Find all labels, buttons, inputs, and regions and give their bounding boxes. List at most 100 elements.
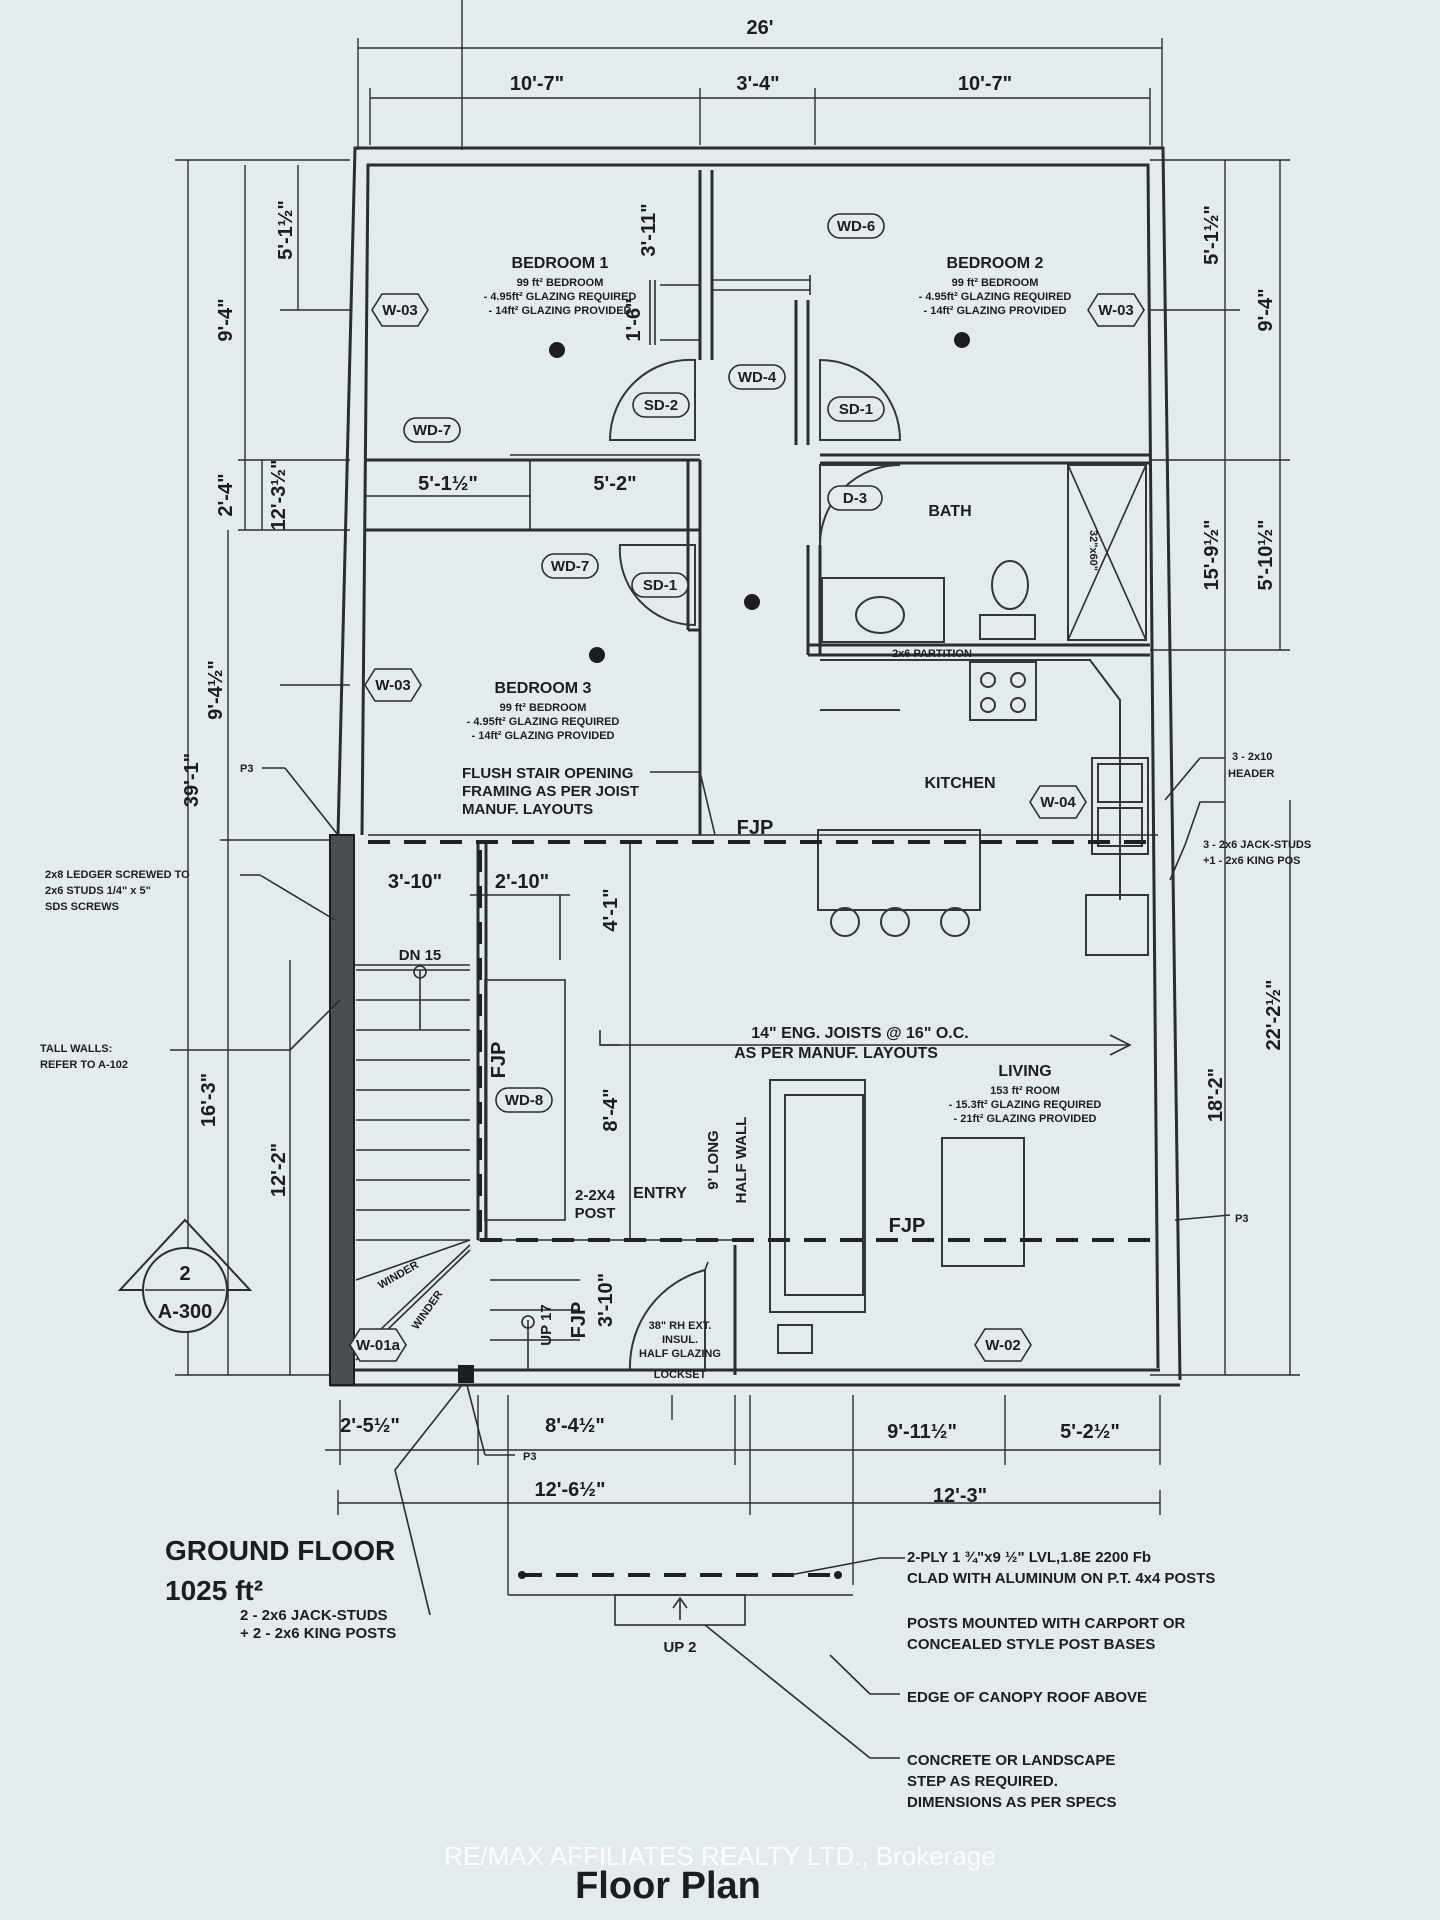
ceiling-light-icons — [549, 332, 970, 663]
bedroom3-glazing-provided: - 14ft² GLAZING PROVIDED — [471, 730, 614, 742]
living-area: 153 ft² ROOM — [990, 1085, 1060, 1097]
kitchen-name: KITCHEN — [924, 775, 995, 792]
bed1-closet-dim-b: 1'-6" — [623, 298, 645, 341]
tag-wd6: WD-6 — [827, 213, 885, 239]
svg-text:W-03: W-03 — [375, 677, 411, 694]
king-posts-leader — [394, 1384, 463, 1616]
bottom-dim-1: 2'-5½" — [340, 1415, 400, 1437]
living-glazing-required: - 15.3ft² GLAZING REQUIRED — [949, 1099, 1102, 1111]
exterior-walls — [329, 146, 1182, 1387]
tag-wd7-bedroom3: WD-7 — [541, 553, 599, 579]
ledger-note-2: 2x6 STUDS 1/4" x 5" — [45, 885, 151, 897]
left-dimension-lines — [175, 159, 350, 1376]
joists-note-2: AS PER MANUF. LAYOUTS — [734, 1045, 938, 1062]
canopy-leader-2 — [829, 1654, 871, 1695]
bedroom1-glazing-provided: - 14ft² GLAZING PROVIDED — [488, 305, 631, 317]
joists-note-1: 14" ENG. JOISTS @ 16" O.C. — [751, 1025, 969, 1042]
left-dim-2: 5'-1½" — [275, 200, 297, 260]
section-sheet: A-300 — [158, 1301, 212, 1323]
bottom-dim-5: 12'-6½" — [535, 1479, 606, 1501]
right-dim-3: 15'-9½" — [1201, 520, 1223, 591]
posts-note-1: POSTS MOUNTED WITH CARPORT OR — [907, 1615, 1185, 1632]
svg-text:W-04: W-04 — [1040, 794, 1076, 811]
joist-arrow-left — [599, 1030, 620, 1046]
stair-down-label: DN 15 — [399, 947, 442, 964]
plan-caption: Floor Plan — [575, 1865, 761, 1907]
entry-height-dim: 8'-4" — [600, 1088, 622, 1131]
header-note-2: HEADER — [1228, 768, 1275, 780]
tag-wd4: WD-4 — [728, 364, 786, 390]
fjp-label-3: FJP — [488, 1042, 510, 1079]
left-dim-5: 9'-4½" — [205, 660, 227, 720]
king-posts-note-1: 2 - 2x6 JACK-STUDS — [240, 1607, 388, 1624]
left-dim-6: 16'-3" — [198, 1073, 220, 1127]
top-dim-1: 10'-7" — [510, 73, 564, 95]
bedroom1-glazing-required: - 4.95ft² GLAZING REQUIRED — [484, 291, 637, 303]
jack-note-2: +1 - 2x6 KING POS — [1203, 855, 1301, 867]
post-note-2: POST — [575, 1205, 616, 1222]
brokerage-watermark: RE/MAX AFFILIATES REALTY LTD., Brokerage — [444, 1841, 995, 1871]
bottom-dimension-lines — [325, 1395, 1161, 1595]
living-name: LIVING — [998, 1063, 1051, 1080]
flush-stair-note-2: FRAMING AS PER JOIST — [462, 783, 639, 800]
svg-text:WD-7: WD-7 — [551, 558, 589, 575]
bedroom2-glazing-required: - 4.95ft² GLAZING REQUIRED — [919, 291, 1072, 303]
lvl-leader-2 — [789, 1557, 881, 1576]
bedroom3-area: 99 ft² BEDROOM — [500, 702, 587, 714]
svg-text:SD-2: SD-2 — [644, 397, 678, 414]
p3-leader-bottom-1 — [466, 1384, 486, 1456]
door-swings — [608, 358, 902, 1371]
overall-width-dim: 26' — [746, 17, 773, 39]
shower-size: 32"x60" — [1087, 530, 1099, 571]
tag-wd7-bedroom1: WD-7 — [403, 417, 461, 443]
porch-canopy — [508, 1571, 853, 1626]
step-note-3: DIMENSIONS AS PER SPECS — [907, 1794, 1117, 1811]
entry-door-note-1: 38" RH EXT. — [649, 1320, 712, 1332]
tag-w01a: W-01a — [349, 1328, 407, 1362]
svg-text:WD-6: WD-6 — [837, 218, 875, 235]
bedroom3-glazing-required: - 4.95ft² GLAZING REQUIRED — [467, 716, 620, 728]
bottom-dim-2: 8'-4½" — [545, 1415, 605, 1437]
step-leader-2 — [704, 1624, 871, 1759]
top-dimension-lines — [357, 0, 1163, 150]
top-dim-2: 3'-4" — [736, 73, 779, 95]
flush-stair-note-1: FLUSH STAIR OPENING — [462, 765, 633, 782]
p3-label-right: P3 — [1235, 1213, 1248, 1225]
closet-dim-b: 5'-2" — [593, 473, 636, 495]
svg-text:SD-1: SD-1 — [643, 577, 677, 594]
jack-leader — [1169, 801, 1225, 881]
section-marker: 2 A-300 — [117, 1218, 253, 1333]
bedroom1-area: 99 ft² BEDROOM — [517, 277, 604, 289]
floor-area: 1025 ft² — [165, 1575, 263, 1606]
bedroom2-area: 99 ft² BEDROOM — [952, 277, 1039, 289]
section-number: 2 — [179, 1263, 190, 1285]
living-furniture — [769, 1079, 1025, 1354]
top-dim-3: 10'-7" — [958, 73, 1012, 95]
svg-text:WD-4: WD-4 — [738, 369, 777, 386]
lvl-note-1: 2-PLY 1 ¾"x9 ½" LVL,1.8E 2200 Fb — [907, 1549, 1151, 1566]
entry-door-note-2: INSUL. — [662, 1334, 698, 1346]
p3-label-top: P3 — [240, 763, 253, 775]
joist-arrow-right — [1109, 1034, 1132, 1056]
bath-fixtures — [821, 464, 1147, 643]
porch-up-label: UP 2 — [663, 1639, 696, 1656]
jack-note-1: 3 - 2x6 JACK-STUDS — [1203, 839, 1311, 851]
left-dim-1: 9'-4" — [215, 298, 237, 341]
right-dimension-lines — [1150, 159, 1300, 1376]
left-dim-7: 12'-2" — [268, 1143, 290, 1197]
tag-d3: D-3 — [827, 485, 883, 511]
hall-width-dim: 2'-10" — [495, 871, 549, 893]
svg-text:W-02: W-02 — [985, 1337, 1021, 1354]
fjp-label-1: FJP — [737, 817, 774, 839]
kitchen-fixtures — [817, 659, 1149, 956]
svg-text:D-3: D-3 — [843, 490, 867, 507]
closet-dim-a: 5'-1½" — [418, 473, 478, 495]
living-glazing-provided: - 21ft² GLAZING PROVIDED — [953, 1113, 1096, 1125]
halfwall-note-1: 9' LONG — [705, 1130, 722, 1189]
svg-text:WD-8: WD-8 — [505, 1092, 543, 1109]
left-dim-3: 2'-4" — [215, 473, 237, 516]
header-leader-2 — [1164, 757, 1201, 801]
halfwall-note-2: HALF WALL — [733, 1117, 750, 1204]
step-note-2: STEP AS REQUIRED. — [907, 1773, 1058, 1790]
